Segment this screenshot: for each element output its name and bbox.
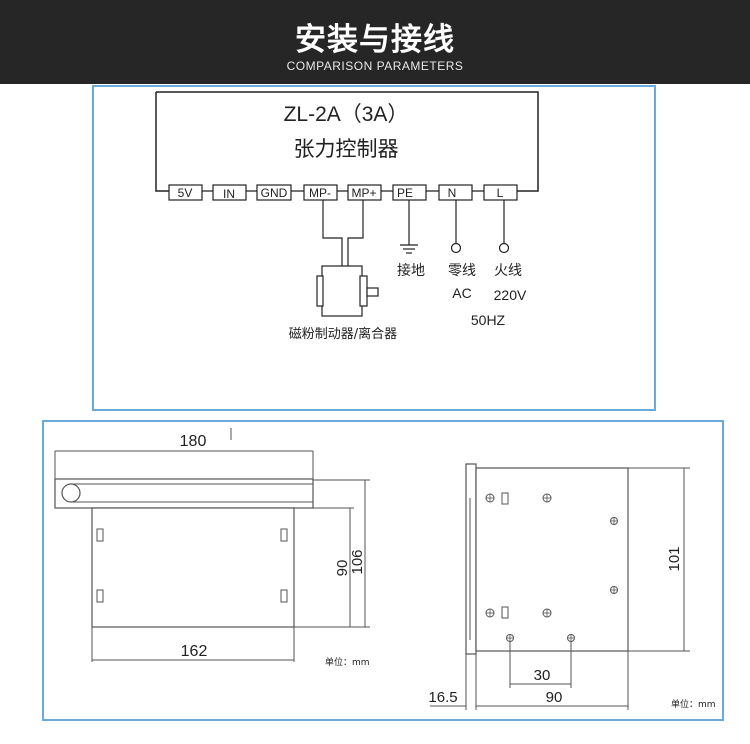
page-title: 安装与接线: [295, 22, 455, 58]
terminal-pe: PE: [392, 184, 427, 201]
dim-label-162: 162: [181, 643, 208, 660]
terminal-5v: 5V: [168, 184, 203, 201]
dim-height-side: [628, 467, 690, 652]
terminal-l: L: [483, 184, 518, 201]
unit-label-front: 单位：mm: [325, 656, 370, 668]
ac-label: AC: [452, 285, 471, 301]
controller-box: [155, 91, 539, 192]
terminal-label-mp-minus: MP-: [309, 186, 331, 200]
mounting-hole-icons: [485, 492, 618, 642]
terminal-label-gnd: GND: [261, 186, 288, 200]
dimension-panel-frame: [42, 420, 724, 721]
dim-width-top: [54, 450, 314, 480]
terminal-label-mp-plus: MP+: [351, 186, 376, 200]
voltage-label: 220V: [494, 287, 527, 303]
dim-label-30: 30: [534, 667, 551, 684]
controller-model: ZL-2A（3A）: [284, 103, 409, 126]
dim-label-106: 106: [349, 549, 366, 574]
magnetic-brake-icon: [316, 265, 379, 317]
brake-wires: [322, 200, 364, 266]
terminal-label-in: IN: [223, 187, 235, 201]
terminal-label-5v: 5V: [178, 186, 193, 200]
dim-height-front: [294, 479, 370, 628]
terminal-mp-minus: MP-: [303, 184, 338, 201]
dim-width-bottom: [91, 627, 295, 662]
live-terminal-icon: [498, 242, 510, 254]
terminal-gnd: GND: [256, 184, 292, 201]
dim-label-90-height: 90: [334, 560, 351, 577]
terminal-mp-plus: MP+: [347, 184, 382, 201]
ground-icon: [400, 244, 418, 254]
header-banner: 安装与接线 COMPARISON PARAMETERS: [0, 0, 750, 84]
side-view-drawing: [465, 463, 629, 655]
terminal-label-n: N: [448, 186, 457, 200]
controller-name: 张力控制器: [294, 137, 399, 161]
page-subtitle: COMPARISON PARAMETERS: [286, 59, 464, 73]
front-view-drawing: [54, 428, 314, 628]
dim-label-16-5: 16.5: [428, 689, 457, 706]
terminal-in: IN: [212, 184, 247, 201]
brake-label: 磁粉制动器/离合器: [289, 326, 397, 342]
terminal-label-pe: PE: [397, 186, 413, 200]
neutral-terminal-icon: [450, 242, 462, 254]
neutral-label: 零线: [448, 263, 476, 279]
live-label: 火线: [494, 263, 522, 279]
dim-hole-spacing: [509, 641, 572, 688]
ground-label: 接地: [397, 262, 425, 279]
terminal-n: N: [438, 184, 473, 201]
dim-label-90-width: 90: [546, 689, 563, 706]
wiring-panel-frame: [92, 85, 656, 411]
dim-label-180: 180: [180, 433, 207, 450]
unit-label-side: 单位：mm: [671, 698, 716, 710]
frequency-label: 50HZ: [471, 312, 506, 328]
dim-width-side: [430, 651, 629, 710]
dim-label-101: 101: [666, 546, 683, 571]
terminal-label-l: L: [497, 186, 504, 200]
